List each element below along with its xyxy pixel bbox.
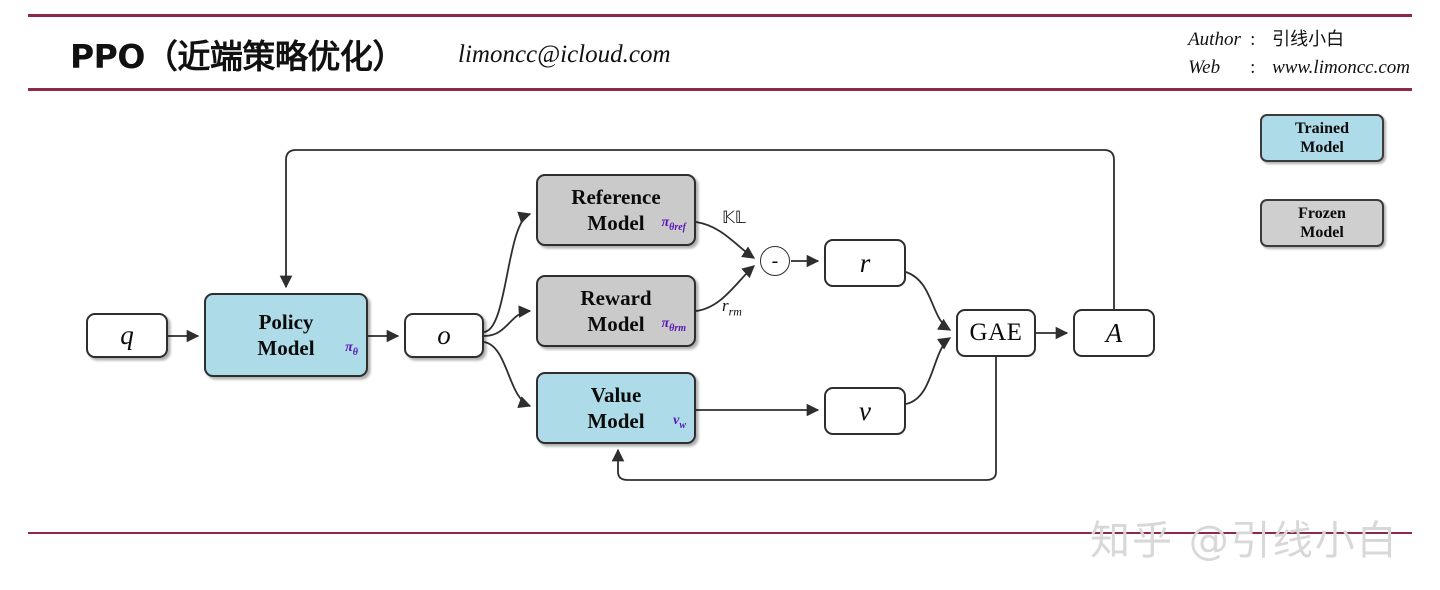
node-a: A: [1073, 309, 1155, 357]
node-reference-subscript: πθref: [661, 215, 686, 233]
edge-a-to-policy: [279, 149, 1115, 309]
page-title: PPO（近端策略优化）: [70, 37, 405, 76]
author-name: 引线小白: [1272, 29, 1345, 50]
header-bottom-rule: [28, 88, 1412, 91]
edge-reference-to-minus: [695, 221, 756, 259]
node-gae: GAE: [956, 309, 1036, 357]
node-reference-model: Reference Model πθref: [536, 174, 696, 246]
node-reference-model-text: Reference Model πθref: [538, 184, 694, 236]
node-policy-line2: Model: [257, 336, 315, 360]
legend-frozen-line1: Frozen: [1298, 205, 1346, 222]
author-label: Author: [1188, 29, 1241, 50]
node-minus-operator: -: [760, 246, 790, 276]
header-top-rule: [28, 14, 1412, 17]
author-colon: :: [1250, 29, 1256, 50]
node-reference-line2: Model: [587, 211, 645, 235]
node-value-model: Value Model vw: [536, 372, 696, 444]
footer-rule: [28, 532, 1412, 534]
node-reward-model-text: Reward Model πθrm: [538, 285, 694, 337]
web-colon: :: [1250, 57, 1256, 78]
node-policy-line1: Policy: [258, 310, 314, 334]
minus-sign: -: [771, 250, 779, 272]
legend-trained-line1: Trained: [1295, 120, 1349, 137]
node-reference-line1: Reference: [571, 185, 661, 209]
legend-frozen-line2: Model: [1300, 224, 1344, 241]
node-reward-line2: Model: [587, 312, 645, 336]
node-policy-subscript: πθ: [345, 340, 358, 358]
legend-trained-line2: Model: [1300, 139, 1344, 156]
node-gae-label: GAE: [969, 319, 1023, 346]
node-o: o: [404, 313, 484, 358]
node-reward-model: Reward Model πθrm: [536, 275, 696, 347]
node-policy-model-text: Policy Model πθ: [206, 309, 366, 361]
edge-o-to-reference: [483, 211, 532, 333]
author-block: Author : 引线小白 Web : www.limoncc.com: [1188, 26, 1410, 82]
web-row: Web : www.limoncc.com: [1188, 54, 1410, 82]
edge-label-r-rm: rrm: [722, 296, 742, 319]
edge-gae-to-value: [611, 357, 997, 481]
node-v: v: [824, 387, 906, 435]
edge-label-kl: 𝕂𝕃: [722, 208, 746, 227]
watermark: 知乎 @引线小白: [1090, 518, 1399, 564]
edge-o-to-reward: [483, 305, 532, 337]
node-reward-subscript: πθrm: [661, 316, 686, 334]
edge-reward-to-minus: [695, 265, 755, 312]
node-reward-line1: Reward: [580, 286, 652, 310]
node-q: q: [86, 313, 168, 358]
node-value-model-text: Value Model vw: [538, 382, 694, 434]
node-r: r: [824, 239, 906, 287]
node-value-line2: Model: [587, 409, 645, 433]
node-o-label: o: [437, 320, 451, 350]
node-a-label: A: [1105, 317, 1123, 348]
legend-frozen-model: Frozen Model: [1260, 199, 1384, 247]
web-label: Web: [1188, 57, 1221, 78]
node-value-subscript: vw: [673, 413, 686, 431]
edge-o-to-value: [483, 341, 532, 409]
node-policy-model: Policy Model πθ: [204, 293, 368, 377]
edge-v-to-gae: [905, 337, 952, 405]
web-url: www.limoncc.com: [1272, 57, 1410, 78]
node-value-line1: Value: [590, 383, 642, 407]
author-email: limoncc@icloud.com: [458, 41, 671, 68]
node-v-label: v: [859, 395, 871, 426]
author-row: Author : 引线小白: [1188, 26, 1410, 54]
node-q-label: q: [120, 320, 134, 350]
edge-r-to-gae: [905, 271, 952, 331]
legend-trained-model: Trained Model: [1260, 114, 1384, 162]
node-r-label: r: [859, 247, 871, 278]
